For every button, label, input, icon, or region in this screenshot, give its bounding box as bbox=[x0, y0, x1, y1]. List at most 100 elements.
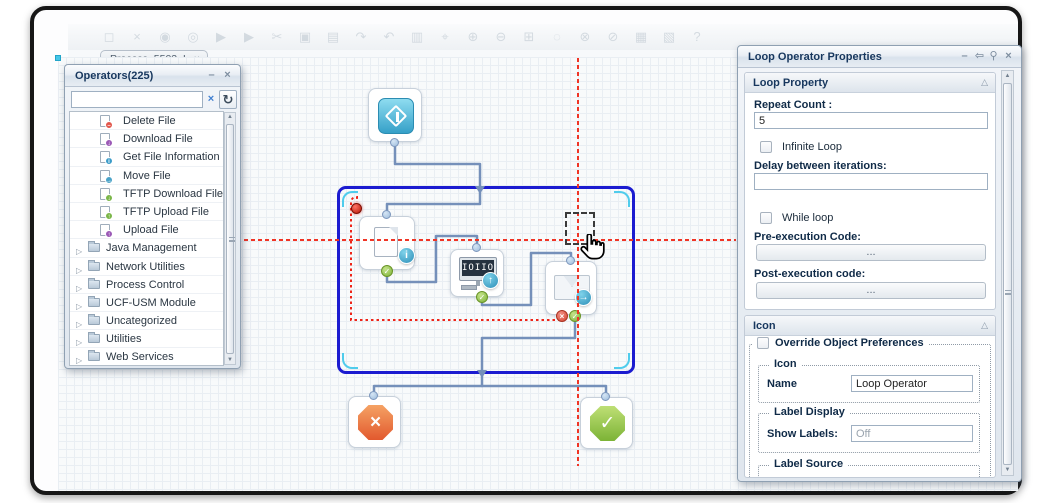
input-port[interactable] bbox=[566, 256, 575, 265]
zoom-out-icon[interactable]: ⊖ bbox=[495, 29, 507, 44]
expander-icon[interactable]: ▷ bbox=[76, 301, 83, 311]
success-port[interactable]: ✓ bbox=[381, 265, 393, 277]
minimize-icon[interactable]: – bbox=[208, 69, 215, 81]
error-port[interactable]: × bbox=[556, 310, 568, 322]
success-node[interactable]: ✓ bbox=[580, 397, 633, 449]
scroll-down-icon[interactable]: ▼ bbox=[1004, 467, 1011, 473]
scroll-down-icon[interactable]: ▼ bbox=[227, 357, 233, 363]
clear-search-icon[interactable]: × bbox=[207, 93, 215, 105]
close-icon[interactable]: × bbox=[224, 69, 231, 81]
list-item-folder[interactable]: ▷ Java Management bbox=[70, 239, 223, 258]
list-item-folder[interactable]: ▷ Uncategorized bbox=[70, 312, 223, 331]
selection-corner-icon bbox=[614, 191, 630, 207]
drop-target-rect[interactable] bbox=[565, 212, 595, 245]
pre-execution-button[interactable]: ... bbox=[756, 244, 986, 261]
success-port[interactable]: ✓ bbox=[569, 310, 581, 322]
validate-icon[interactable]: ◉ bbox=[159, 29, 171, 44]
copy-icon[interactable]: ▣ bbox=[298, 29, 312, 44]
expander-icon[interactable]: ▷ bbox=[76, 356, 83, 366]
override-preferences-label: Override Object Preferences bbox=[775, 337, 924, 349]
list-item-folder[interactable]: ▷ Network Utilities bbox=[70, 258, 223, 276]
paste-icon[interactable]: ▤ bbox=[326, 29, 340, 44]
scroll-up-icon[interactable]: ▲ bbox=[1004, 73, 1011, 79]
success-port[interactable]: ✓ bbox=[476, 291, 488, 303]
canvas-selection-handle[interactable] bbox=[55, 55, 61, 61]
post-execution-button[interactable]: ... bbox=[756, 282, 986, 299]
step-run-icon[interactable]: ▶ bbox=[244, 29, 254, 44]
input-port[interactable] bbox=[382, 210, 391, 219]
collapse-icon[interactable]: △ bbox=[981, 77, 988, 87]
download-icon[interactable]: ◎ bbox=[187, 29, 199, 44]
minimize-icon[interactable]: – bbox=[961, 50, 968, 62]
delay-input[interactable] bbox=[754, 173, 988, 190]
run-icon[interactable]: ▶ bbox=[216, 29, 226, 44]
scrollbar-thumb[interactable] bbox=[226, 124, 235, 354]
scrollbar-thumb[interactable] bbox=[1003, 83, 1012, 465]
infinite-loop-checkbox[interactable] bbox=[760, 141, 772, 153]
output-port[interactable] bbox=[390, 138, 399, 147]
mail-node[interactable] bbox=[545, 261, 597, 315]
error-node[interactable]: × bbox=[348, 396, 401, 448]
icon-name-input[interactable] bbox=[851, 375, 973, 392]
file-move-icon: → bbox=[100, 169, 113, 184]
list-item[interactable]: → Move File bbox=[70, 167, 223, 185]
operator-search-input[interactable] bbox=[71, 91, 203, 108]
expander-icon[interactable]: ▷ bbox=[76, 283, 83, 293]
list-item[interactable]: ↑ Upload File bbox=[70, 221, 223, 240]
loop-property-header[interactable]: Loop Property bbox=[745, 73, 995, 93]
ratio-icon[interactable]: ⊘ bbox=[607, 29, 619, 44]
fit-icon[interactable]: ⊞ bbox=[523, 29, 535, 44]
input-port[interactable] bbox=[472, 243, 481, 252]
icon-section-header[interactable]: Icon bbox=[745, 316, 995, 336]
pre-execution-label: Pre-execution Code: bbox=[754, 231, 861, 243]
file-info-node[interactable] bbox=[359, 216, 415, 270]
pointer-icon[interactable]: ⌖ bbox=[441, 29, 449, 44]
expander-icon[interactable]: ▷ bbox=[76, 265, 83, 275]
close-icon[interactable]: × bbox=[1005, 50, 1012, 62]
label-display-label: Label Display bbox=[769, 406, 850, 418]
list-item[interactable]: ↓ TFTP Download File bbox=[70, 185, 223, 203]
pin-icon[interactable]: ⚲ bbox=[989, 50, 998, 62]
export-icon[interactable]: ▧ bbox=[662, 29, 676, 44]
grid-icon[interactable]: ▦ bbox=[634, 29, 648, 44]
override-preferences-checkbox[interactable] bbox=[757, 337, 769, 349]
operators-panel-title: Operators(225) bbox=[65, 65, 240, 87]
input-port[interactable] bbox=[369, 391, 378, 400]
list-item[interactable]: i Get File Information bbox=[70, 148, 223, 167]
expander-icon[interactable]: ▷ bbox=[76, 338, 83, 348]
report-icon[interactable]: ▥ bbox=[410, 29, 424, 44]
list-item[interactable]: ↑ TFTP Upload File bbox=[70, 203, 223, 222]
delete-icon[interactable]: × bbox=[133, 29, 141, 44]
zoom-in-icon[interactable]: ⊕ bbox=[467, 29, 479, 44]
expander-icon[interactable]: ▷ bbox=[76, 247, 83, 257]
erase-icon[interactable]: ◌ bbox=[553, 29, 561, 44]
cut-icon[interactable]: ✂ bbox=[271, 29, 283, 44]
collapse-icon[interactable]: △ bbox=[981, 320, 988, 330]
refresh-icon[interactable]: ↻ bbox=[219, 90, 237, 109]
operator-list-scrollbar[interactable]: ▲ ▼ bbox=[224, 112, 236, 365]
dock-left-icon[interactable]: ⇦ bbox=[974, 50, 985, 62]
list-item-folder[interactable]: ▷ Utilities bbox=[70, 330, 223, 349]
properties-scrollbar[interactable]: ▲ ▼ bbox=[1001, 70, 1014, 476]
list-item[interactable]: – Delete File bbox=[70, 112, 223, 131]
redo-icon[interactable]: ↷ bbox=[355, 29, 367, 44]
list-item-folder[interactable]: ▷ UCF-USM Module bbox=[70, 294, 223, 313]
help-icon[interactable]: ? bbox=[693, 29, 701, 44]
list-item[interactable]: ↓ Download File bbox=[70, 130, 223, 149]
scroll-up-icon[interactable]: ▲ bbox=[227, 114, 233, 120]
undo-icon[interactable]: ↶ bbox=[383, 29, 395, 44]
toolbar: ◻ × ◉ ◎ ▶ ▶ ✂ ▣ ▤ ↷ ↶ ▥ ⌖ ⊕ ⊖ ⊞ ◌ ⊗ ⊘ ▦ … bbox=[68, 24, 1018, 50]
input-port[interactable] bbox=[601, 392, 610, 401]
list-item-folder[interactable]: ▷ Process Control bbox=[70, 276, 223, 294]
expander-icon[interactable]: ▷ bbox=[76, 320, 83, 330]
zoom-off-icon[interactable]: ⊗ bbox=[579, 29, 591, 44]
start-node[interactable] bbox=[368, 88, 422, 142]
repeat-count-input[interactable] bbox=[754, 112, 988, 129]
save-icon[interactable]: ◻ bbox=[103, 29, 115, 44]
show-labels-input[interactable] bbox=[851, 425, 973, 442]
list-item-folder[interactable]: ▷ Web Services bbox=[70, 348, 223, 366]
while-loop-checkbox[interactable] bbox=[760, 212, 772, 224]
folder-icon bbox=[88, 332, 100, 344]
infinite-loop-label: Infinite Loop bbox=[782, 141, 842, 153]
